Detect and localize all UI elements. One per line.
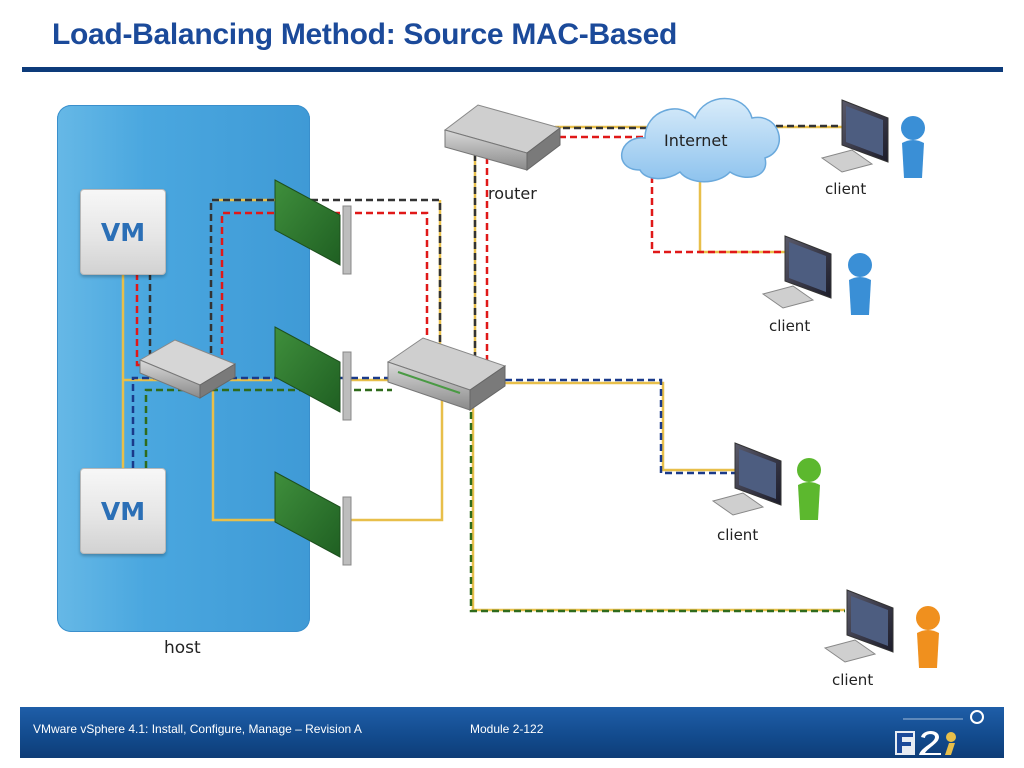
client-person-icon-1 [901,116,925,178]
vm-bottom[interactable]: VM [80,468,166,554]
client-person-icon-3 [797,458,821,520]
client-computer-icon-1 [820,99,889,173]
client-computer-icon-4 [823,589,894,663]
client-label-1: client [825,180,867,198]
vm-bottom-label: VM [100,496,146,526]
blue-path [131,376,738,475]
f2i-logo-icon [895,710,984,755]
vm-top-label: VM [100,217,146,247]
internet-label: Internet [664,131,728,150]
title-rule [22,67,1003,72]
client-computer-icon-3 [711,442,782,516]
client-person-icon-2 [848,253,872,315]
footer-course-text: VMware vSphere 4.1: Install, Configure, … [33,722,362,736]
host-label: host [164,638,201,658]
slide-title: Load-Balancing Method: Source MAC-Based [52,18,678,51]
client-computer-icon-2 [761,235,832,309]
virtual-switch-icon [138,339,237,399]
nic-card-icon-3 [274,471,352,566]
client-label-3: client [717,526,759,544]
nic-card-icon-2 [274,326,352,421]
client-label-2: client [769,317,811,335]
footer-module-text: Module 2-122 [470,722,544,736]
physical-switch-icon [386,337,507,411]
client-label-4: client [832,671,874,689]
footer-bar [20,707,1004,758]
internet-cloud-icon [621,97,781,183]
router-label: router [488,184,537,203]
router-icon [443,104,562,172]
vm-top[interactable]: VM [80,189,166,275]
client-person-icon-4 [916,606,940,668]
